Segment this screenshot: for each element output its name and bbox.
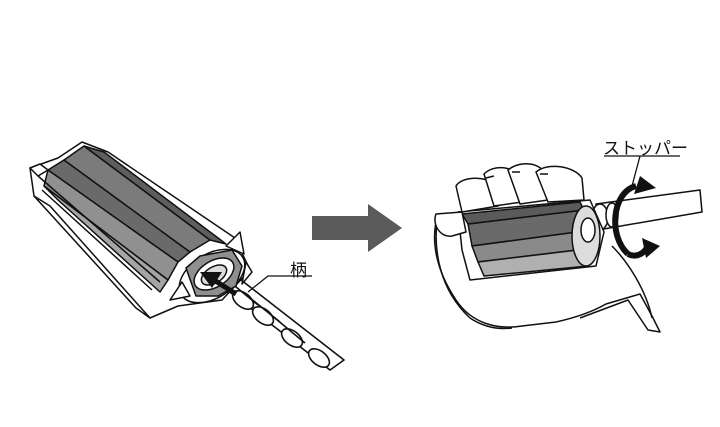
hand-thumb [434,211,467,237]
rotate-arrow-icon [612,176,660,259]
roller-handle-rod [221,275,345,371]
left-figure [29,141,345,371]
hand-fingers [455,163,585,213]
right-figure [433,155,703,333]
paint-roller-left [29,141,253,319]
arrow-up-left-icon [200,272,238,297]
handle-label: 柄 [290,261,307,281]
stopper-label: ストッパー [603,139,688,159]
stopper-handle-shaft [591,189,703,231]
roller-fin [83,145,227,245]
handle-leader-line [247,275,312,293]
arrow-right-icon [312,204,402,252]
stopper-leader-line [604,155,680,187]
roller-fin [43,185,169,293]
paint-roller-right [457,199,605,281]
